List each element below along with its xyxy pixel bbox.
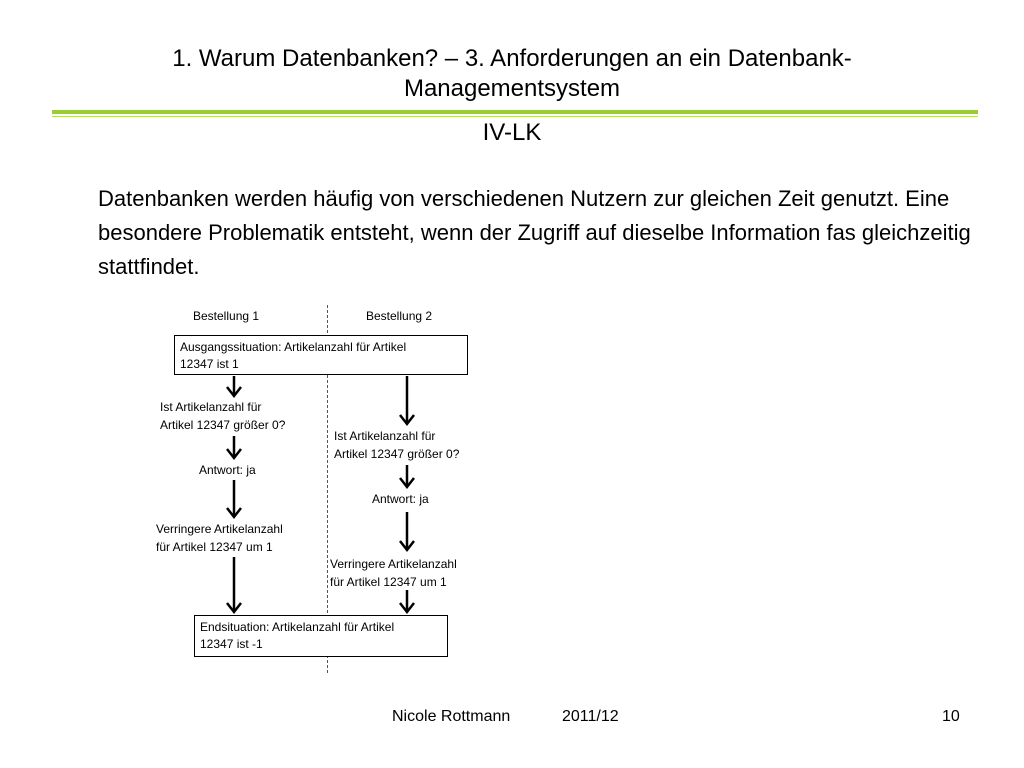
arrow-col2-reduce-to-end-head [399,602,415,615]
end-situation-line-2: 12347 ist -1 [200,637,263,651]
footer-author: Nicole Rottmann [392,708,511,725]
start-situation-line-2: 12347 ist 1 [180,357,239,371]
col2-reduce-line-2: für Artikel 12347 um 1 [330,575,447,589]
col2-reduce-line-1: Verringere Artikelanzahl [330,557,457,571]
col1-reduce-line-2: für Artikel 12347 um 1 [156,540,273,554]
title-underline-thick [52,110,978,114]
slide-title: 1. Warum Datenbanken? – 3. Anforderungen… [60,44,964,104]
arrow-col1-start-to-question-head [226,386,242,399]
col1-reduce-line-1: Verringere Artikelanzahl [156,522,283,536]
arrow-col1-reduce-to-end-head [226,602,242,615]
arrow-col1-answer-to-reduce-head [226,507,242,520]
footer-date: 2011/12 [562,708,619,725]
col2-question-line-2: Artikel 12347 größer 0? [334,447,460,461]
slide-body-text: Datenbanken werden häufig von verschiede… [98,186,971,279]
col2-question-line-1: Ist Artikelanzahl für [334,429,436,443]
column-header-bestellung-1: Bestellung 1 [193,309,260,323]
arrow-col1-question-to-answer-head [226,448,242,461]
col1-answer: Antwort: ja [199,463,256,477]
footer-page-number: 10 [942,708,960,725]
slide-title-line-1: 1. Warum Datenbanken? – 3. Anforderungen… [172,45,852,72]
column-header-bestellung-2: Bestellung 2 [366,309,433,323]
arrow-col2-question-to-answer-head [399,477,415,490]
column-divider [327,305,328,673]
slide-subtitle: IV-LK [482,119,542,146]
start-situation-line-1: Ausgangssituation: Artikelanzahl für Art… [180,340,407,354]
end-situation-box: Endsituation: Artikelanzahl für Artikel … [194,615,448,657]
arrow-col2-start-to-question-head [399,414,415,427]
col1-question-line-2: Artikel 12347 größer 0? [160,418,286,432]
slide-title-line-2: Managementsystem [403,75,621,102]
start-situation-box: Ausgangssituation: Artikelanzahl für Art… [174,335,468,375]
col2-answer: Antwort: ja [372,492,429,506]
arrow-col2-answer-to-reduce-head [399,540,415,553]
col1-question-line-1: Ist Artikelanzahl für [160,400,262,414]
end-situation-line-1: Endsituation: Artikelanzahl für Artikel [200,620,395,634]
title-underline-thin [52,116,978,117]
